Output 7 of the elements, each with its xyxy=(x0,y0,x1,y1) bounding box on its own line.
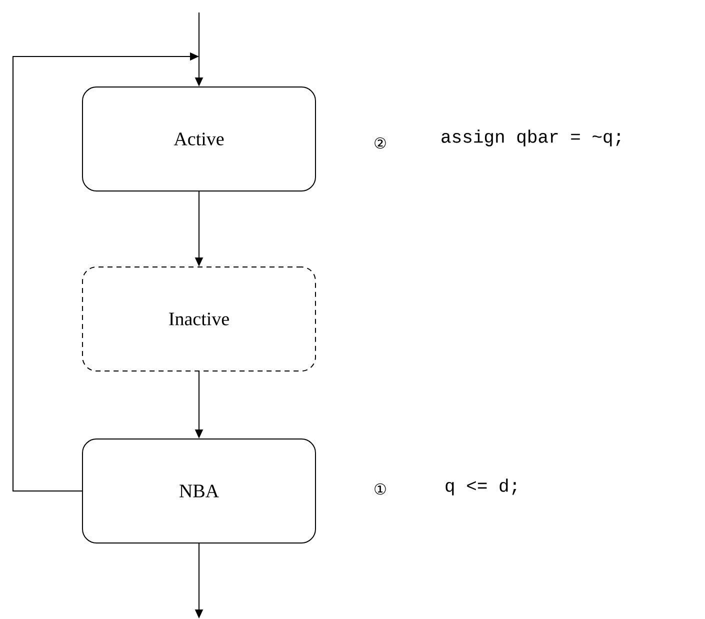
circled-number: ② xyxy=(374,137,386,149)
process-box: NBA xyxy=(82,438,316,544)
code-text: q <= d; xyxy=(446,478,516,496)
process-box: Inactive xyxy=(82,266,316,372)
circled-number: ① xyxy=(374,483,386,495)
process-box: Active xyxy=(82,86,316,192)
code-text: assign qbar = ~q; xyxy=(442,130,620,146)
